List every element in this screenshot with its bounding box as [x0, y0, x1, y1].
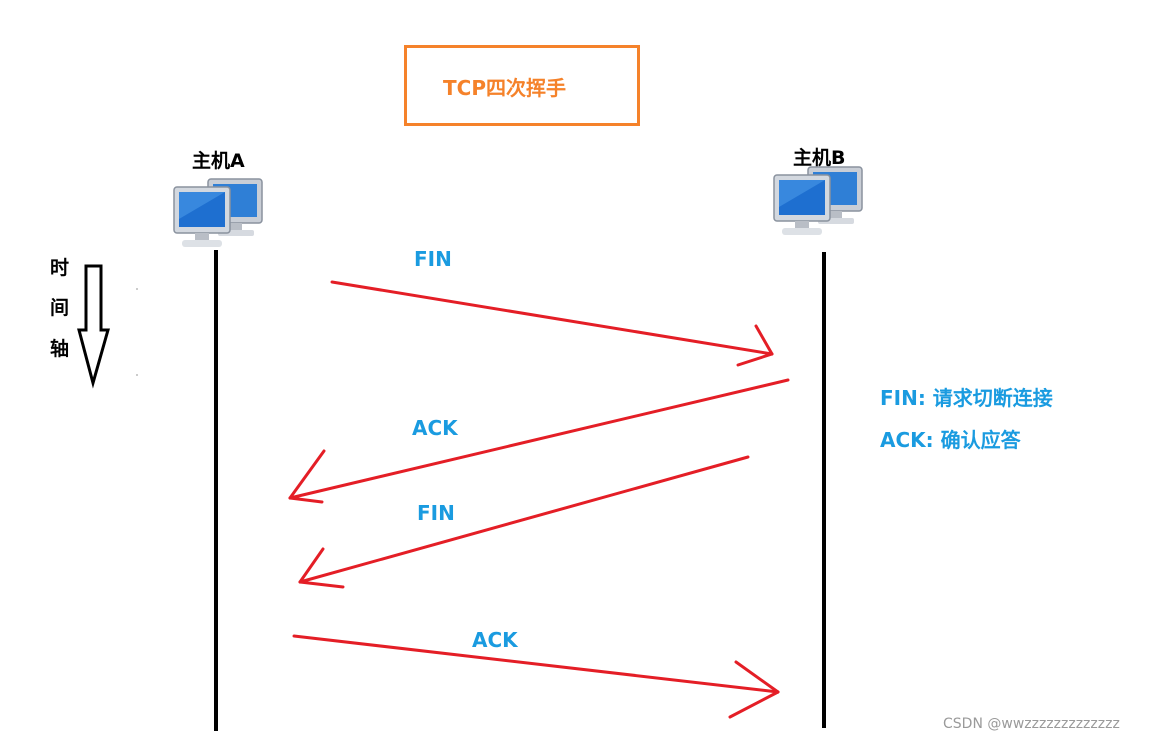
- time-axis-char-2: 间: [50, 297, 70, 319]
- message-label-fin-1: FIN: [414, 247, 452, 271]
- fin-arrow-b-to-a: [298, 455, 750, 589]
- message-label-fin-2: FIN: [417, 501, 455, 525]
- fin-arrow-a-to-b: [330, 280, 774, 367]
- computer-icon: [773, 166, 863, 235]
- time-axis-arrow: [77, 264, 110, 389]
- legend-fin: FIN: 请求切断连接: [880, 386, 1053, 410]
- time-axis-char-3: 轴: [50, 338, 70, 360]
- host-b-lifeline: [822, 252, 826, 728]
- host-b-label: 主机B: [793, 147, 846, 169]
- time-axis-char-1: 时: [50, 257, 70, 279]
- computer-icon: [173, 178, 263, 247]
- ack-arrow-a-to-b: [292, 634, 780, 719]
- ack-arrow-b-to-a: [288, 378, 790, 504]
- host-a-lifeline: [214, 250, 218, 731]
- message-label-ack-2: ACK: [472, 628, 518, 652]
- legend-ack: ACK: 确认应答: [880, 428, 1021, 452]
- title-box: TCP四次挥手: [404, 45, 640, 126]
- message-label-ack-1: ACK: [412, 416, 458, 440]
- watermark: CSDN @wwzzzzzzzzzzzzz: [943, 716, 1120, 732]
- diagram-title: TCP四次挥手: [443, 76, 566, 100]
- host-a-label: 主机A: [192, 150, 245, 172]
